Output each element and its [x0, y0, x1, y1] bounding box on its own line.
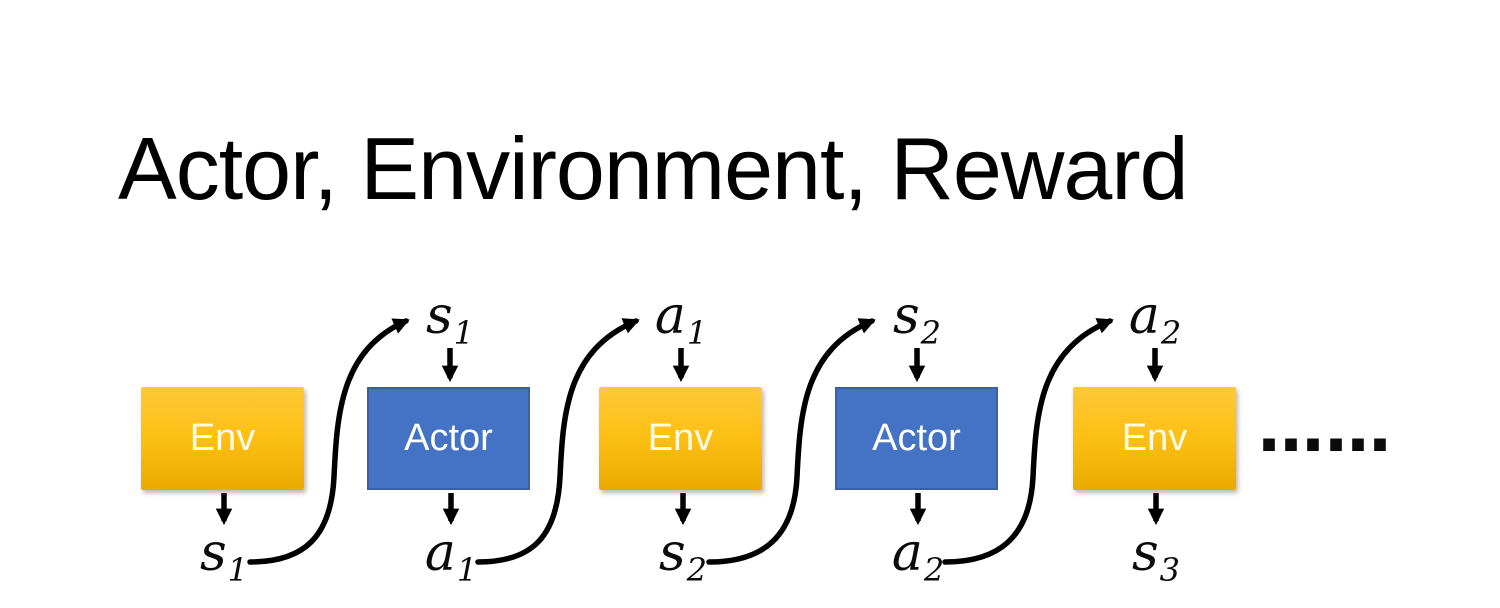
label-sub: 1 — [686, 314, 708, 352]
label-s3-bottom: s3 — [1132, 527, 1180, 586]
label-sub: 1 — [453, 314, 475, 352]
env-box-2-label: Env — [647, 417, 714, 459]
arrow-curve-s2 — [706, 318, 876, 565]
label-base: s — [658, 523, 686, 583]
label-s1-bottom: s1 — [200, 527, 248, 586]
env-box-2: Env — [599, 387, 762, 490]
env-box-3: Env — [1073, 387, 1236, 490]
page-title: Actor, Environment, Reward — [118, 119, 1189, 218]
actor-box-2: Actor — [835, 387, 998, 490]
label-sub: 1 — [227, 551, 249, 589]
label-base: a — [1128, 286, 1160, 346]
env-box-3-label: Env — [1121, 417, 1188, 459]
label-sub: 2 — [920, 314, 942, 352]
label-s1-top: s1 — [426, 290, 474, 349]
label-a2-bottom: a2 — [892, 527, 944, 586]
arrow-curve-a1 — [475, 318, 640, 565]
label-a1-bottom: a1 — [425, 527, 477, 586]
label-a1-top: a1 — [655, 290, 707, 349]
ellipsis-dots: …… — [1258, 390, 1392, 467]
label-a2-top: a2 — [1129, 290, 1181, 349]
label-sub: 2 — [923, 551, 945, 589]
label-sub: 2 — [686, 551, 708, 589]
label-base: s — [199, 523, 227, 583]
label-base: s — [425, 286, 453, 346]
label-s2-bottom: s2 — [659, 527, 707, 586]
label-base: s — [892, 286, 920, 346]
env-box-1: Env — [141, 387, 304, 490]
label-sub: 3 — [1159, 551, 1181, 589]
arrow-curve-s1 — [247, 318, 410, 565]
actor-box-2-label: Actor — [872, 417, 961, 459]
actor-box-1: Actor — [367, 387, 530, 490]
label-sub: 2 — [1160, 314, 1182, 352]
arrow-curve-a2 — [942, 318, 1114, 565]
label-base: s — [1131, 523, 1159, 583]
env-box-1-label: Env — [189, 417, 256, 459]
actor-box-1-label: Actor — [404, 417, 493, 459]
label-s2-top: s2 — [893, 290, 941, 349]
label-base: a — [654, 286, 686, 346]
label-base: a — [424, 523, 456, 583]
label-base: a — [891, 523, 923, 583]
label-sub: 1 — [456, 551, 478, 589]
